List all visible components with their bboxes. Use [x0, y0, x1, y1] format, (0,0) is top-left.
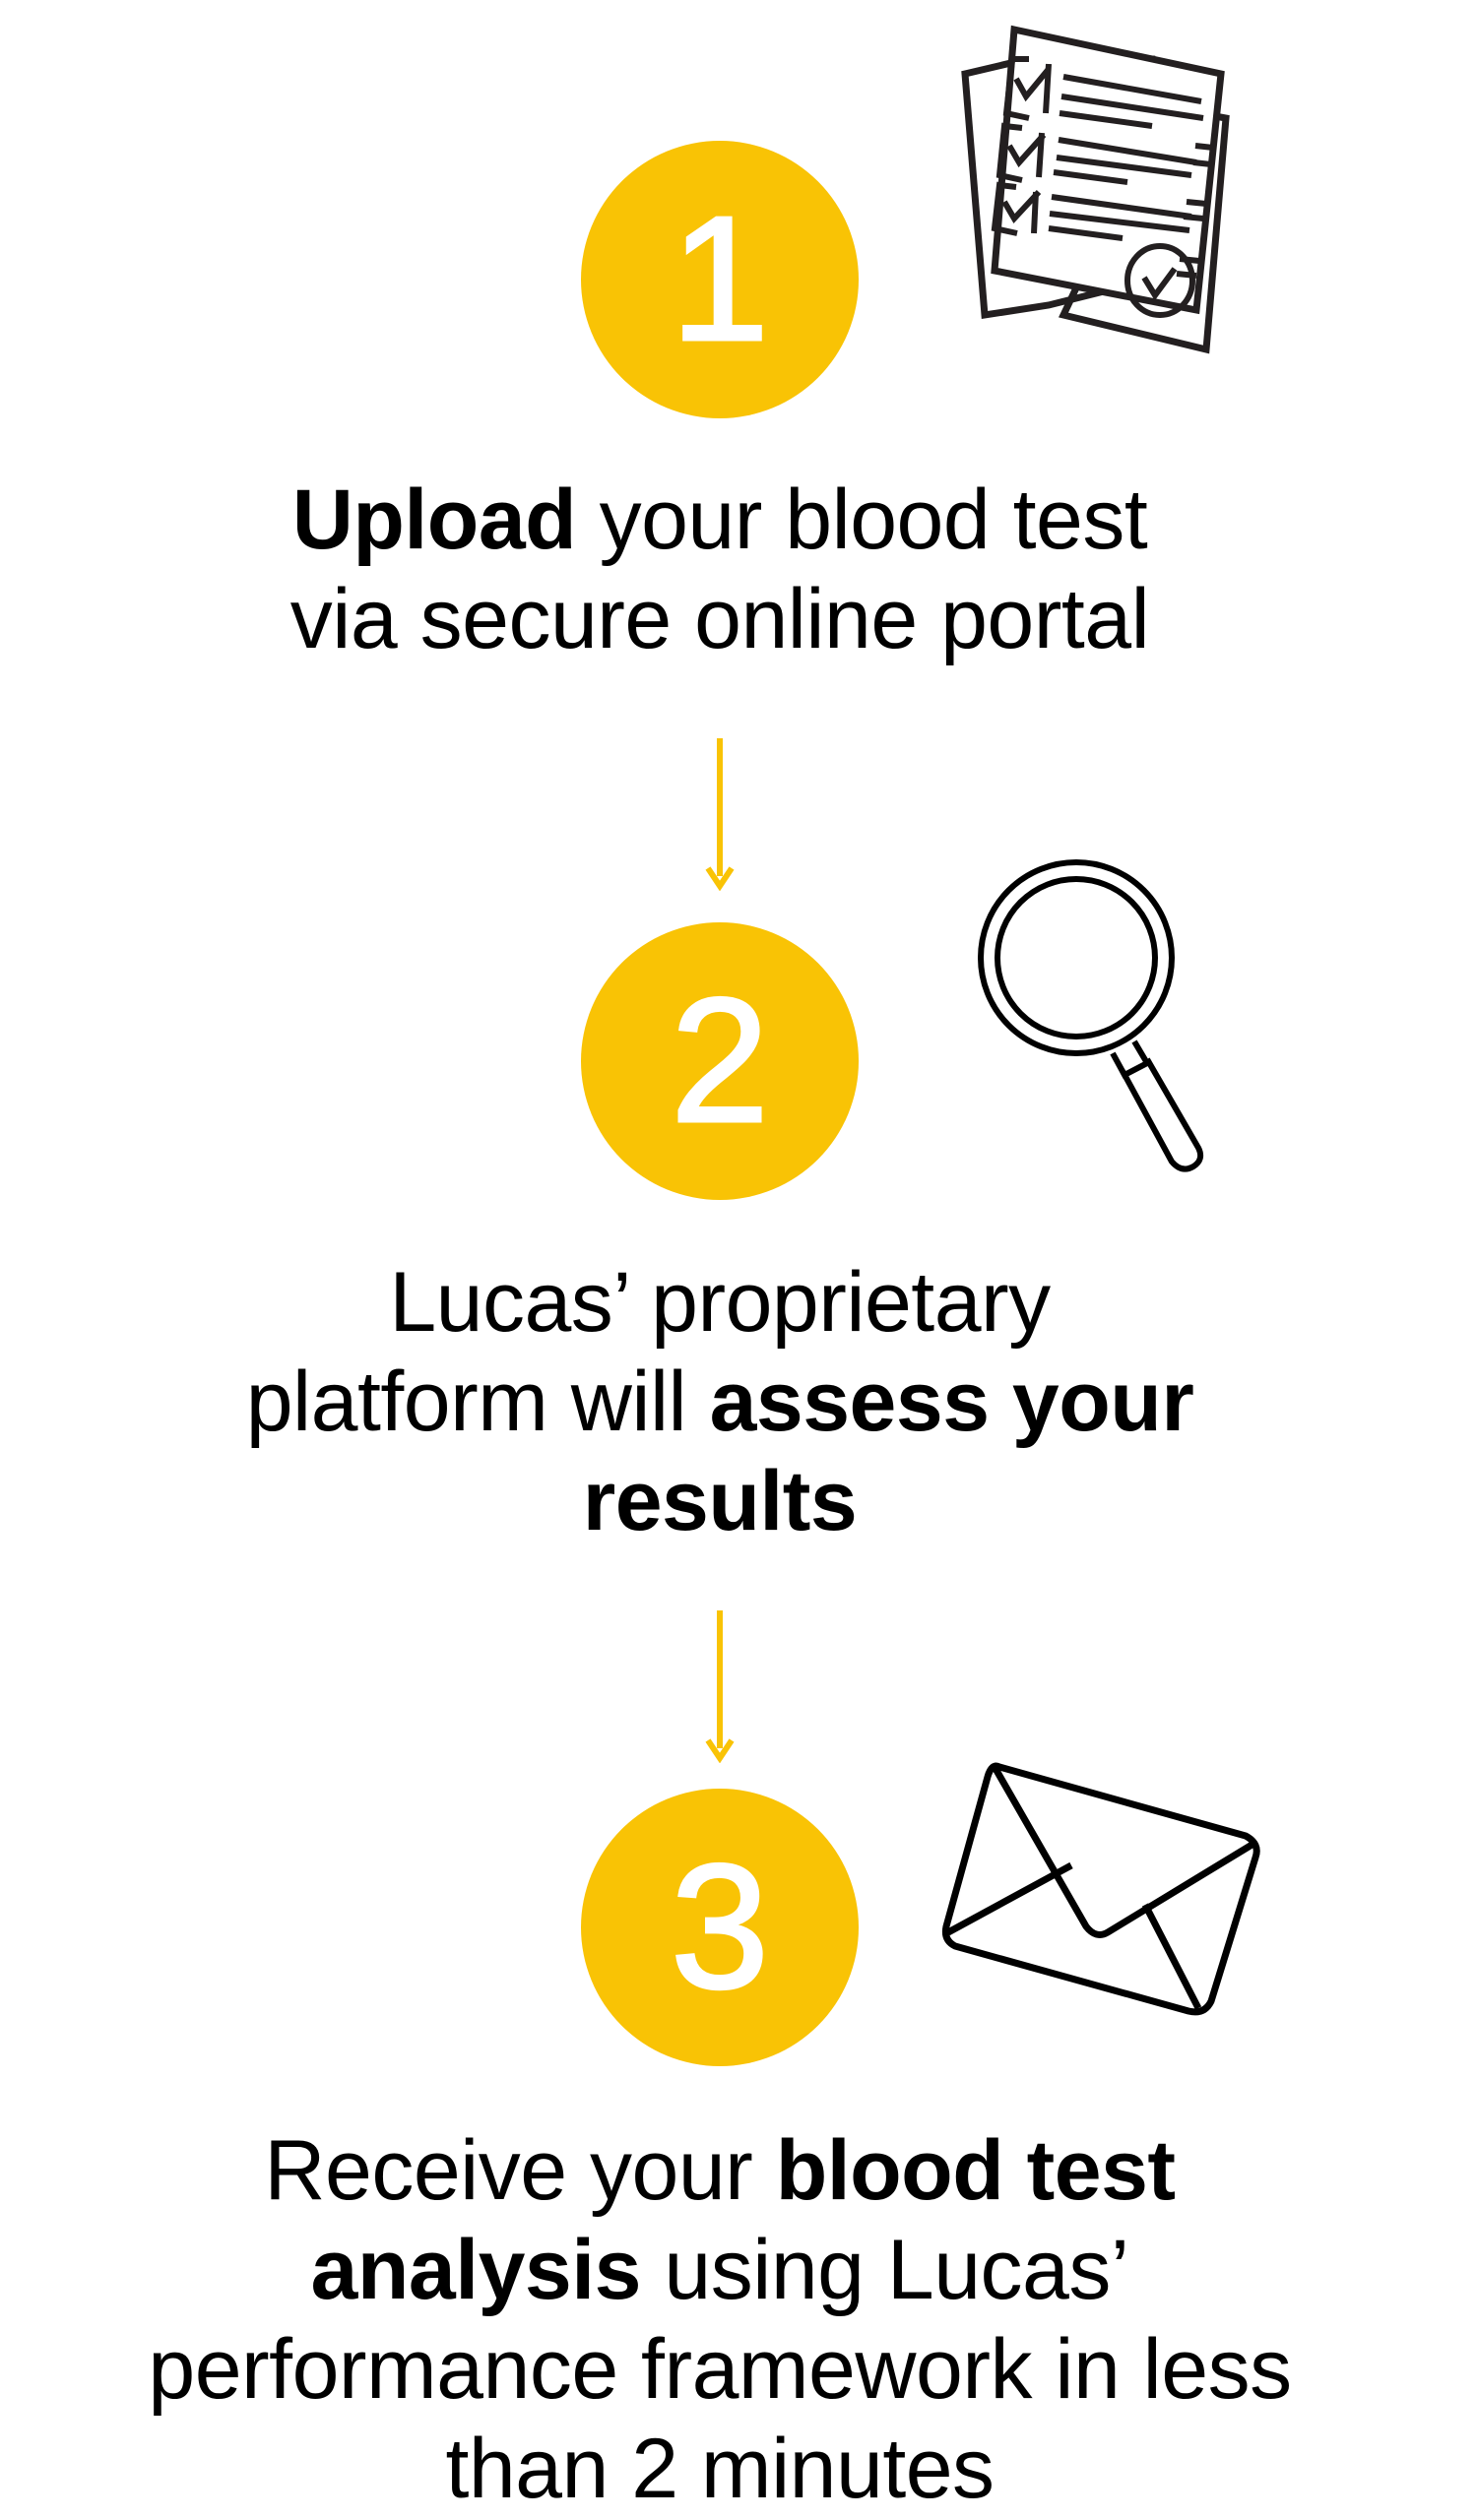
step-3-number-badge: 3 — [581, 1789, 859, 2066]
step-1-number-badge: 1 — [581, 141, 859, 418]
magnifying-glass-icon — [978, 859, 1204, 1172]
arrow-down-icon — [705, 1610, 735, 1763]
arrow-down-icon — [705, 738, 735, 891]
step-1-description: Upload your blood test via secure online… — [289, 472, 1150, 666]
step-2-number-badge: 2 — [581, 922, 859, 1200]
envelope-icon — [941, 1762, 1260, 2016]
documents-checklist-icon — [961, 25, 1230, 354]
step-3-description: Receive your blood test analysis using L… — [148, 2123, 1292, 2516]
step-2-description: Lucas’ proprietary platform will assess … — [245, 1255, 1194, 1548]
